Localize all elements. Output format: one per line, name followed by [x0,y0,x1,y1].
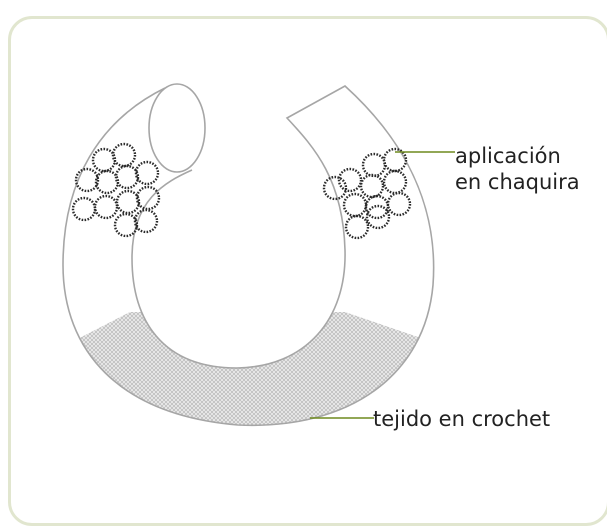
bead-ring-icon [337,167,363,193]
bead-ring-icon [135,185,161,211]
bead-ring-icon [365,204,391,230]
bead-ring-icon [344,214,370,240]
bead-cluster-left [71,142,161,238]
bead-ring-icon [113,212,139,238]
bead-ring-icon [93,194,119,220]
label-bead-applique: aplicación en chaquira [455,143,580,195]
bead-ring-icon [134,160,160,186]
bead-cluster-right [322,147,412,240]
bead-ring-icon [111,142,137,168]
bead-ring-icon [386,191,412,217]
collar-end-oval [148,83,206,173]
bead-ring-icon [361,152,387,178]
bead-ring-icon [382,169,408,195]
label-bead-applique-line2: en chaquira [455,170,580,194]
bead-ring-icon [74,167,100,193]
bead-ring-icon [91,147,117,173]
bead-ring-icon [359,173,385,199]
collar-outline [62,85,435,427]
label-crochet: tejido en crochet [373,407,551,431]
bead-ring-icon [133,208,159,234]
bead-ring-icon [322,175,348,201]
bead-ring-icon [114,164,140,190]
diagram-frame [8,16,607,526]
bead-ring-icon [342,192,368,218]
bead-ring-icon [94,169,120,195]
bead-ring-icon [115,189,141,215]
label-bead-applique-line1: aplicación [455,144,561,168]
bead-ring-icon [71,196,97,222]
